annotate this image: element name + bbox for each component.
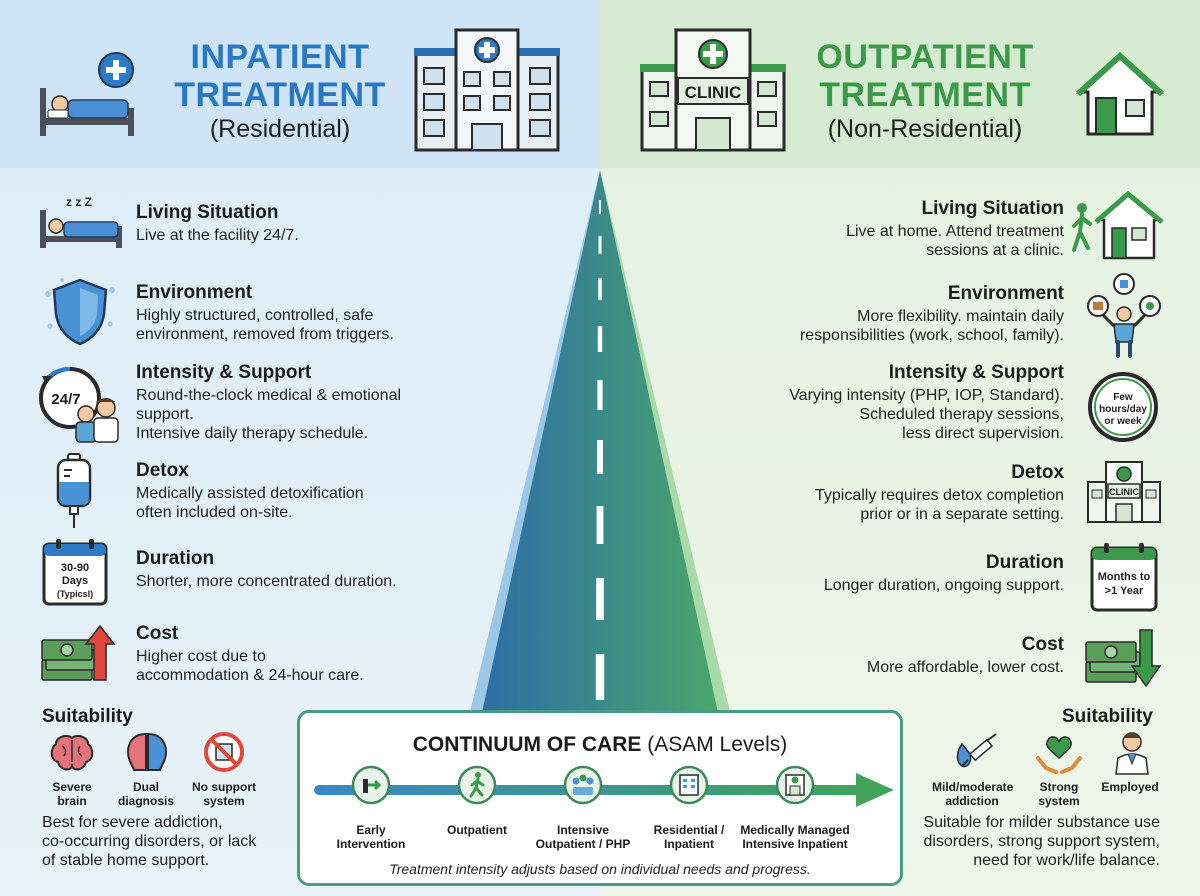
- walking-home-icon: [1072, 190, 1164, 260]
- iv-bag-icon: [56, 453, 92, 528]
- calendar-long-line2: >1 Year: [1105, 585, 1144, 597]
- outpatient-detox-desc: Typically requires detox completion prio…: [814, 487, 1064, 523]
- clock-line3: or week: [1104, 416, 1142, 427]
- calendar-days-line1: 30-90: [61, 562, 89, 574]
- outpatient-title-line2: TREATMENT: [819, 76, 1031, 114]
- continuum-note: Treatment intensity adjusts based on ind…: [389, 861, 811, 877]
- step-medically-managed-icon: [775, 765, 815, 805]
- continuum-title: CONTINUUM OF CARE (ASAM Levels): [412, 733, 788, 756]
- outpatient-title-line1: OUTPATIENT: [816, 38, 1034, 76]
- inpatient-suitability-title: Suitability: [42, 706, 133, 727]
- dual-head-icon: [126, 732, 168, 771]
- outpatient-cost-desc: More affordable, lower cost.: [866, 659, 1064, 676]
- inpatient-cost-title: Cost: [136, 623, 179, 644]
- no-support-icon: [204, 732, 244, 772]
- inpatient-environment-desc: Highly structured, controlled, safe envi…: [136, 307, 394, 343]
- inpatient-environment-title: Environment: [136, 282, 253, 303]
- inpatient-detox-title: Detox: [136, 460, 189, 481]
- clinic-icon-text: CLINIC: [1109, 487, 1139, 497]
- sleeping-bed-icon: z z Z: [40, 195, 122, 248]
- inpatient-living-desc: Live at the facility 24/7.: [136, 227, 299, 244]
- syringe-icon: [956, 733, 997, 768]
- step-outpatient-icon: [457, 765, 497, 805]
- money-down-icon: [1085, 629, 1162, 688]
- juggling-person-icon: [1087, 273, 1161, 358]
- clock-line1: Few: [1113, 392, 1133, 403]
- inpatient-title-line1: INPATIENT: [190, 38, 370, 76]
- shield-icon: [45, 278, 115, 346]
- outpatient-living-title: Living Situation: [921, 198, 1065, 219]
- hospital-bed-icon: [40, 52, 134, 136]
- clinic-sign-text: CLINIC: [685, 83, 742, 102]
- inpatient-living-title: Living Situation: [136, 202, 279, 223]
- hospital-building-icon: [414, 28, 560, 152]
- calendar-days-line2: Days: [62, 575, 88, 587]
- heart-hands-icon: [1036, 736, 1082, 774]
- inpatient-detox-desc: Medically assisted detoxification often …: [136, 485, 364, 521]
- outpatient-subtitle: (Non-Residential): [827, 115, 1023, 143]
- outpatient-duration-title: Duration: [985, 552, 1064, 573]
- outpatient-suit-label-3: Employed: [1101, 780, 1159, 794]
- calendar-long-line1: Months to: [1098, 571, 1151, 583]
- doctor-icon: [1115, 732, 1149, 775]
- step-label-residential: Residential /Inpatient: [653, 823, 725, 851]
- outpatient-duration-desc: Longer duration, ongoing support.: [823, 577, 1064, 594]
- outpatient-intensity-desc: Varying intensity (PHP, IOP, Standard). …: [789, 387, 1064, 442]
- outpatient-living-desc: Live at home. Attend treatment sessions …: [846, 223, 1064, 259]
- calendar-long-icon: Months to >1 Year: [1090, 543, 1158, 612]
- clock-icon: Few hours/day or week: [1088, 372, 1158, 442]
- clinic-icon: CLINIC: [1087, 461, 1161, 523]
- inpatient-cost-desc: Higher cost due to accommodation & 24-ho…: [136, 648, 364, 684]
- outpatient-environment-desc: More flexibility. maintain daily respons…: [799, 308, 1064, 344]
- step-early-intervention-icon: [351, 765, 391, 805]
- outpatient-suitability-desc: Suitable for milder substance use disord…: [923, 814, 1160, 869]
- step-residential-icon: [669, 765, 709, 805]
- svg-text:z z Z: z z Z: [66, 195, 92, 209]
- inpatient-intensity-desc: Round-the-clock medical & emotional supp…: [136, 387, 402, 442]
- clinic-building-icon: CLINIC: [640, 28, 786, 152]
- outpatient-detox-title: Detox: [1011, 462, 1064, 483]
- home-icon: [1076, 52, 1164, 136]
- outpatient-suitability-title: Suitability: [1062, 706, 1153, 727]
- clock-247-text: 24/7: [51, 391, 80, 408]
- inpatient-suitability-desc: Best for severe addiction, co-occurring …: [42, 814, 257, 869]
- step-intensive-outpatient-icon: [563, 765, 603, 805]
- step-label-outpatient: Outpatient: [447, 823, 507, 837]
- outpatient-environment-title: Environment: [947, 283, 1064, 304]
- outpatient-intensity-title: Intensity & Support: [888, 362, 1064, 383]
- inpatient-intensity-title: Intensity & Support: [136, 362, 312, 383]
- calendar-icon: 30-90 Days (Typicsl): [42, 539, 108, 606]
- inpatient-duration-desc: Shorter, more concentrated duration.: [136, 573, 397, 590]
- inpatient-title-line2: TREATMENT: [174, 76, 386, 114]
- calendar-days-line3: (Typicsl): [57, 589, 93, 599]
- inpatient-subtitle: (Residential): [209, 115, 351, 143]
- clock-staff-icon: 24/7: [39, 366, 119, 443]
- outpatient-cost-title: Cost: [1021, 634, 1064, 655]
- money-up-icon: [41, 624, 116, 681]
- inpatient-duration-title: Duration: [136, 548, 215, 569]
- clock-line2: hours/day: [1099, 404, 1147, 415]
- brain-icon: [50, 735, 94, 771]
